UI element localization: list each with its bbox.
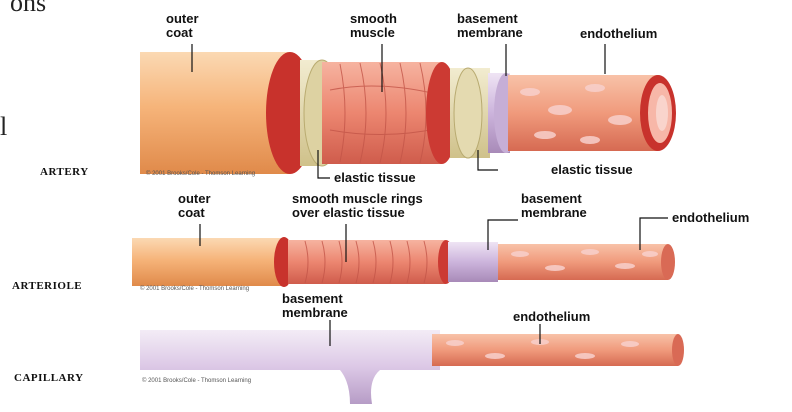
arteriole-outer-coat [132,238,284,286]
arteriole-credit: © 2001 Brooks/Cole - Thomson Learning [140,286,249,292]
capillary-basement-membrane [140,330,440,404]
capillary-vessel [140,330,684,404]
arteriole-label-smooth-muscle-rings: smooth muscle rings over elastic tissue [292,192,423,220]
artery-lumen-inner [656,95,668,131]
capillary-label-endothelium: endothelium [513,310,590,324]
arteriole-title: ARTERIOLE [12,280,82,292]
capillary-opening [672,334,684,366]
arteriole-label-basement-membrane: basement membrane [521,192,587,220]
arteriole-endothelium [498,244,668,280]
artery-credit: © 2001 Brooks/Cole - Thomson Learning [146,171,255,177]
capillary-endothelium [432,334,678,366]
artery-title: ARTERY [40,166,89,178]
artery-label-elastic-tissue-inner: elastic tissue [334,171,416,185]
artery-elastic-inner-ring [454,68,482,158]
artery-label-elastic-tissue-outer: elastic tissue [551,163,633,177]
page-fragment-mid: l [0,112,7,142]
artery-label-outer-coat: outer coat [166,12,199,40]
page-fragment-top: ons [10,0,46,18]
capillary-label-basement-membrane: basement membrane [282,292,348,320]
arteriole-opening [661,244,675,280]
arteriole-label-outer-coat: outer coat [178,192,211,220]
arteriole-vessel [132,237,675,287]
artery-vessel [140,52,676,174]
artery-label-endothelium: endothelium [580,27,657,41]
arteriole-label-endothelium: endothelium [672,211,749,225]
capillary-credit: © 2001 Brooks/Cole - Thomson Learning [142,378,251,384]
arteriole-basement-membrane [448,242,498,282]
capillary-title: CAPILLARY [14,372,84,384]
arteriole-smooth-muscle [288,240,446,284]
artery-label-smooth-muscle: smooth muscle [350,12,397,40]
artery-label-basement-membrane: basement membrane [457,12,523,40]
